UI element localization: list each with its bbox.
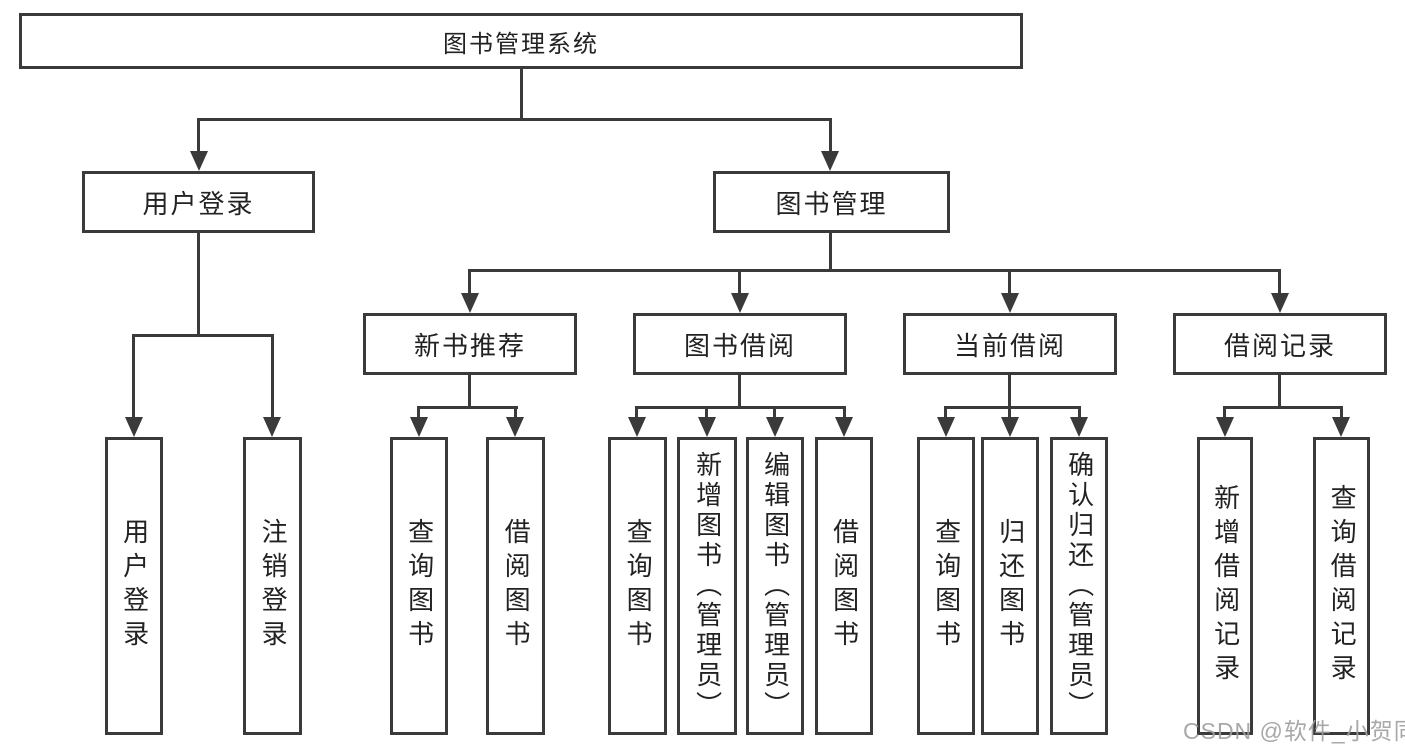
node-label: 新增图书（管理员）: [692, 451, 723, 721]
connector-line: [132, 334, 135, 419]
connector-line: [635, 406, 638, 420]
node-label: 确认归还（管理员）: [1064, 451, 1095, 721]
connector-line: [271, 334, 274, 419]
node-current-borrowing: 当前借阅: [903, 313, 1117, 375]
node-library-system: 图书管理系统: [19, 13, 1023, 69]
node-label: 借阅图书: [829, 518, 860, 654]
arrow-down-icon: [410, 417, 428, 437]
node-label: 查询图书: [931, 518, 962, 654]
connector-line: [417, 406, 420, 420]
node-label: 借阅记录: [1223, 330, 1336, 361]
node-add-borrow-record: 新增借阅记录: [1197, 437, 1253, 735]
arrow-down-icon: [1216, 417, 1234, 437]
node-return-books: 归还图书: [981, 437, 1039, 735]
connector-line: [829, 118, 832, 154]
arrow-down-icon: [766, 417, 784, 437]
node-query-books: 查询图书: [390, 437, 448, 735]
node-confirm-return-admin: 确认归还（管理员）: [1050, 437, 1108, 735]
connector-line: [944, 406, 1081, 409]
node-borrowing-records: 借阅记录: [1173, 313, 1387, 375]
node-book-borrowing: 图书借阅: [633, 313, 847, 375]
node-new-book-recommend: 新书推荐: [363, 313, 577, 375]
node-label: 新增借阅记录: [1210, 484, 1241, 688]
connector-line: [1008, 406, 1011, 420]
arrow-down-icon: [190, 151, 208, 171]
csdn-watermark: CSDN @软件_小贺同学: [1183, 718, 1405, 744]
node-label: 查询借阅记录: [1327, 484, 1358, 688]
node-label: 编辑图书（管理员）: [760, 451, 791, 721]
node-label: 图书借阅: [683, 330, 796, 361]
node-label: 当前借阅: [953, 330, 1066, 361]
node-label: 新书推荐: [413, 330, 526, 361]
connector-line: [738, 375, 741, 409]
connector-line: [1278, 375, 1281, 409]
connector-line: [944, 406, 947, 420]
connector-line: [1340, 406, 1343, 420]
node-borrow-books: 借阅图书: [815, 437, 873, 735]
connector-line: [197, 118, 832, 121]
connector-line: [520, 69, 523, 120]
node-label: 归还图书: [995, 518, 1026, 654]
arrow-down-icon: [821, 151, 839, 171]
arrow-down-icon: [1001, 293, 1019, 313]
connector-line: [773, 406, 776, 420]
connector-line: [1223, 406, 1226, 420]
connector-line: [197, 118, 200, 154]
arrow-down-icon: [506, 417, 524, 437]
connector-line: [468, 269, 471, 295]
connector-line: [635, 406, 846, 409]
arrow-down-icon: [1271, 293, 1289, 313]
arrow-down-icon: [835, 417, 853, 437]
node-user-login-group: 用户登录: [82, 171, 315, 233]
connector-line: [738, 269, 741, 295]
node-label: 图书管理系统: [443, 30, 599, 58]
arrow-down-icon: [628, 417, 646, 437]
connector-line: [1008, 375, 1011, 409]
node-label: 图书管理: [775, 188, 888, 219]
node-label: 借阅图书: [501, 518, 532, 654]
connector-line: [514, 406, 517, 420]
connector-line: [1223, 406, 1343, 409]
connector-line: [197, 233, 200, 337]
node-user-login: 用户登录: [105, 437, 163, 735]
node-label: 用户登录: [119, 518, 150, 654]
arrow-down-icon: [1332, 417, 1350, 437]
connector-line: [417, 406, 518, 409]
arrow-down-icon: [731, 293, 749, 313]
connector-line: [468, 375, 471, 409]
arrow-down-icon: [698, 417, 716, 437]
node-book-management: 图书管理: [713, 171, 950, 233]
connector-line: [132, 334, 274, 337]
arrow-down-icon: [937, 417, 955, 437]
node-label: 用户登录: [142, 188, 255, 219]
node-label: 查询图书: [404, 518, 435, 654]
arrow-down-icon: [1001, 417, 1019, 437]
arrow-down-icon: [461, 293, 479, 313]
connector-line: [829, 233, 832, 271]
arrow-down-icon: [263, 417, 281, 437]
connector-line: [843, 406, 846, 420]
arrow-down-icon: [125, 417, 143, 437]
arrow-down-icon: [1070, 417, 1088, 437]
node-label: 注销登录: [258, 518, 289, 654]
node-add-books-admin: 新增图书（管理员）: [677, 437, 737, 735]
connector-line: [705, 406, 708, 420]
connector-line: [1008, 269, 1011, 295]
node-logout: 注销登录: [243, 437, 302, 735]
node-query-books: 查询图书: [608, 437, 667, 735]
connector-line: [468, 269, 1281, 272]
node-query-borrow-record: 查询借阅记录: [1313, 437, 1370, 735]
node-edit-books-admin: 编辑图书（管理员）: [746, 437, 804, 735]
node-borrow-books: 借阅图书: [486, 437, 545, 735]
node-query-books: 查询图书: [917, 437, 975, 735]
connector-line: [1278, 269, 1281, 295]
connector-line: [1078, 406, 1081, 420]
node-label: 查询图书: [623, 518, 654, 654]
